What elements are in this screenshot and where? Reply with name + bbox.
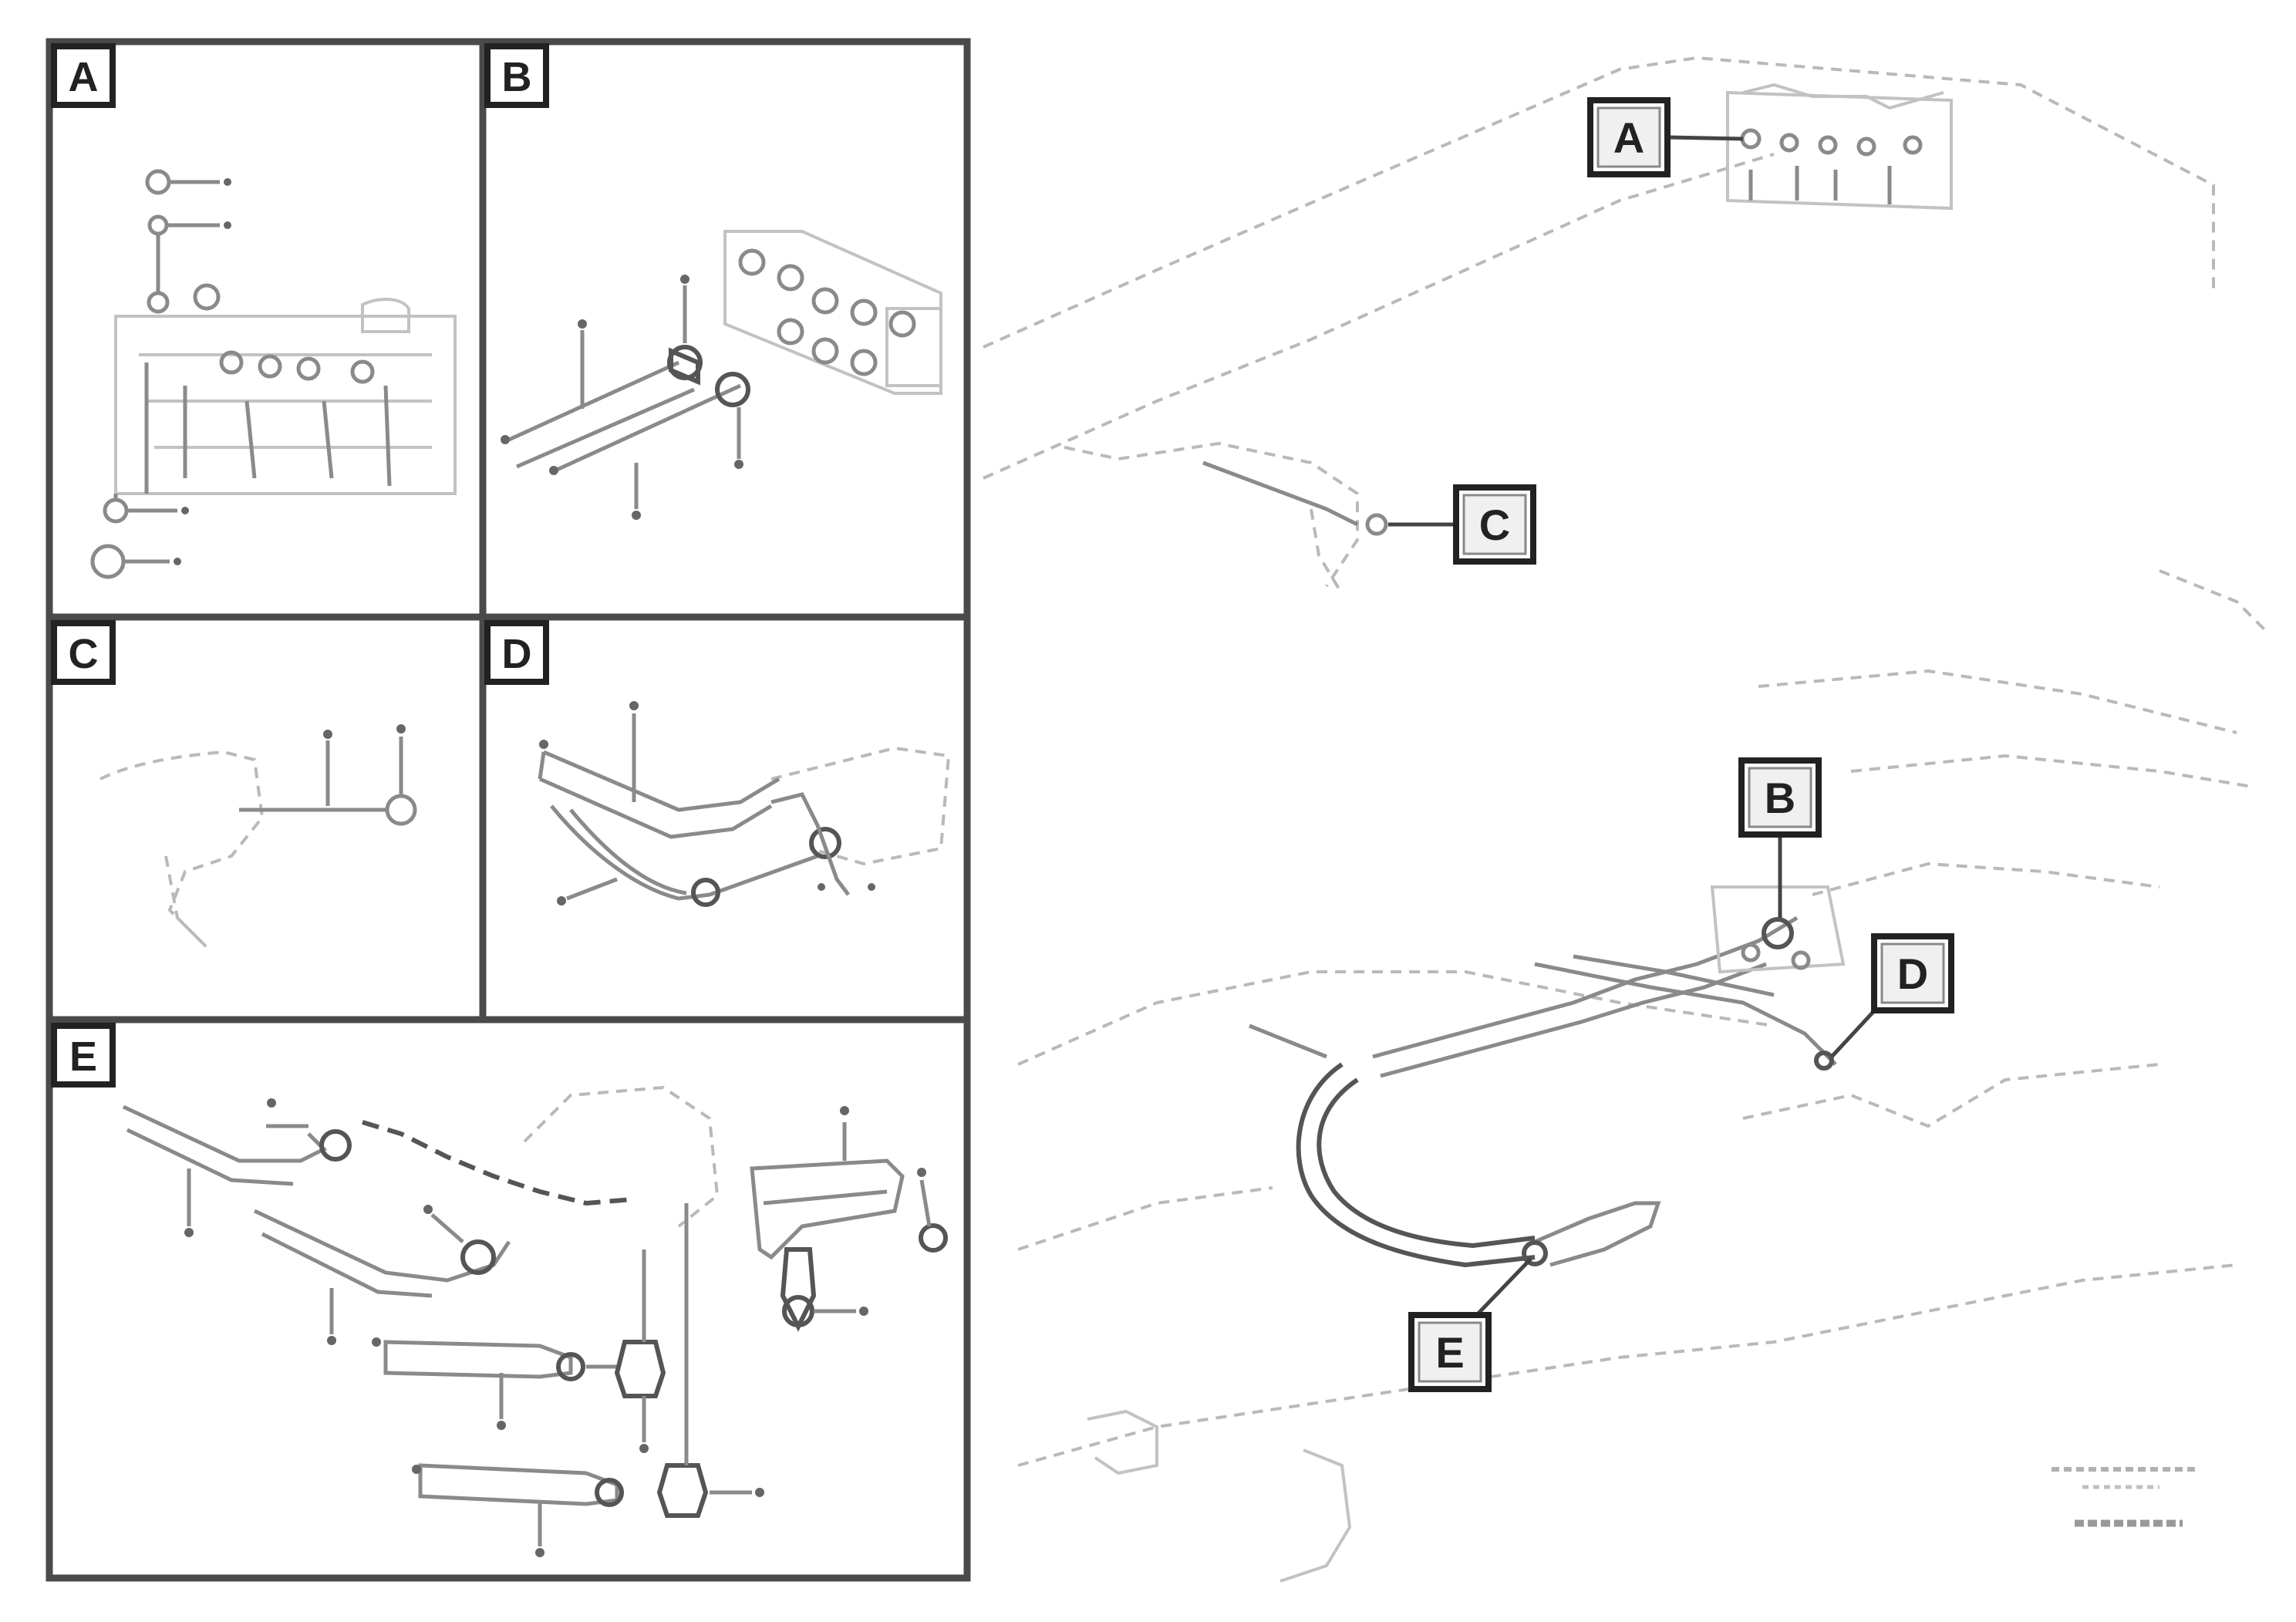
- panel-e-parts: [122, 1085, 948, 1557]
- callout-b: B: [1738, 757, 1822, 838]
- panel-d-parts: [538, 701, 951, 907]
- panel-b: B: [484, 43, 942, 520]
- panel-c: C: [51, 620, 417, 950]
- panel-d-label: D: [502, 631, 532, 677]
- overview-area-c: [1202, 460, 1388, 595]
- callout-b-label: B: [1765, 774, 1795, 822]
- callout-d-label: D: [1897, 949, 1928, 998]
- callout-c-label: C: [1479, 501, 1510, 549]
- panel-c-parts: [99, 724, 417, 950]
- panel-a-label: A: [69, 54, 99, 100]
- callout-e-label: E: [1435, 1328, 1464, 1377]
- panel-a-parts: [90, 169, 457, 579]
- panel-b-parts: [501, 230, 942, 520]
- overview: A C B D E: [983, 56, 2269, 1583]
- callout-e: E: [1408, 1312, 1492, 1392]
- callout-c: C: [1453, 484, 1536, 565]
- reference-stamp: [2052, 1467, 2198, 1527]
- callout-a: A: [1587, 97, 1671, 177]
- panel-b-label: B: [502, 54, 532, 100]
- panel-a: A: [51, 43, 457, 579]
- detail-panels: [46, 38, 971, 1582]
- panel-e-label: E: [69, 1034, 97, 1080]
- callout-leads: [1388, 135, 1883, 1324]
- overview-area-a: [1726, 83, 1953, 211]
- panel-c-label: C: [69, 631, 99, 677]
- panel-d: D: [484, 620, 951, 907]
- callout-d: D: [1871, 933, 1954, 1013]
- panel-e: E: [51, 1023, 948, 1557]
- overview-pipe-assembly: [1249, 885, 1846, 1268]
- callout-a-label: A: [1613, 113, 1644, 162]
